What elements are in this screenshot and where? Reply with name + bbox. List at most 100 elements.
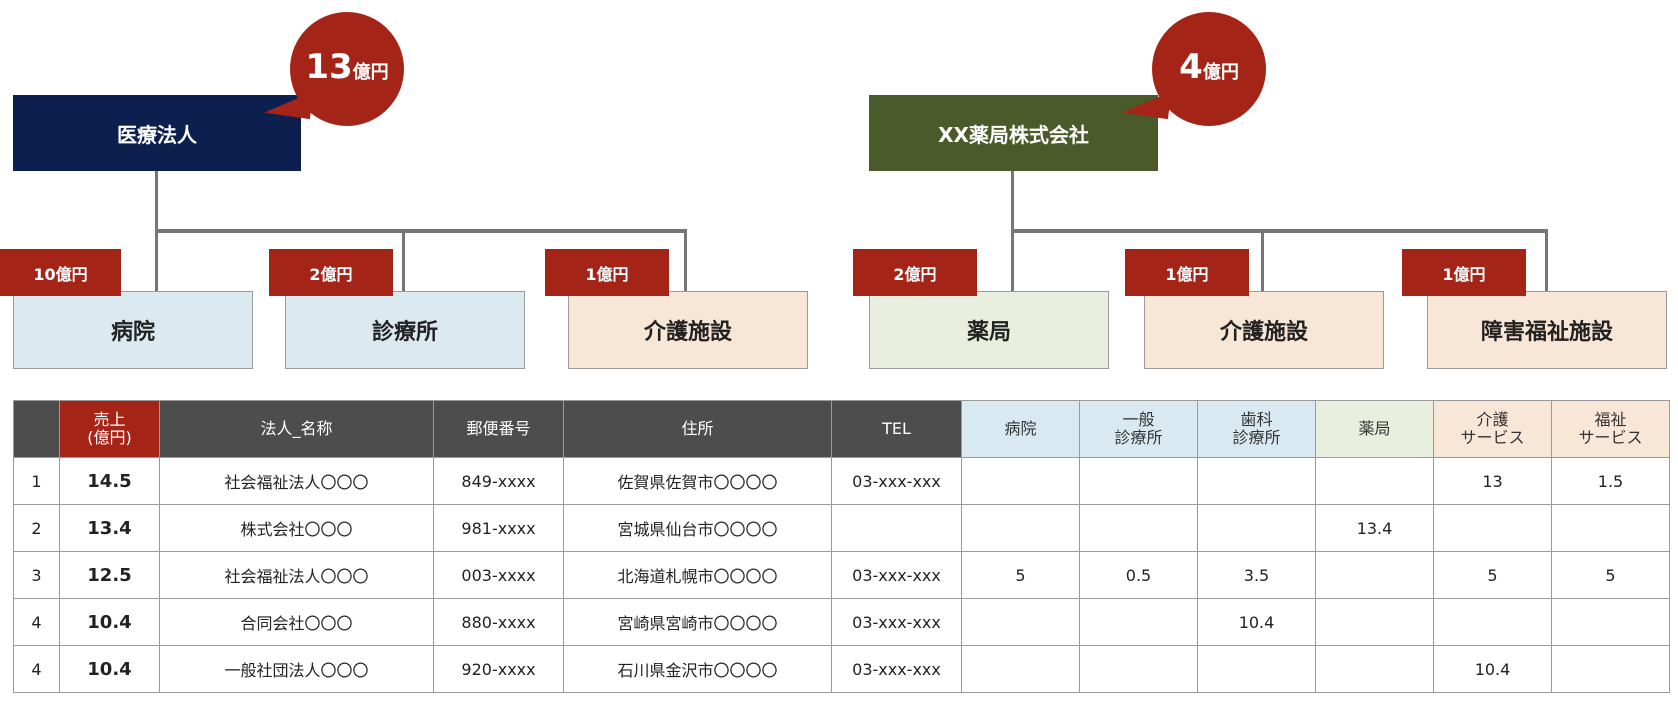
header-tel: TEL xyxy=(831,400,962,458)
connector-line xyxy=(1011,229,1548,233)
connector-line xyxy=(1261,229,1264,291)
bubble-value: 13 xyxy=(305,47,353,87)
cell-sales: 14.5 xyxy=(59,457,160,505)
amount-tag: 1億円 xyxy=(545,249,669,296)
cell-tel: 03-xxx-xxx xyxy=(831,598,962,646)
amount-tag: 1億円 xyxy=(1402,249,1526,296)
cell-address: 宮崎県宮崎市〇〇〇〇 xyxy=(563,598,832,646)
connector-line xyxy=(684,229,687,291)
cell-address: 佐賀県佐賀市〇〇〇〇 xyxy=(563,457,832,505)
cell-pharmacy xyxy=(1315,598,1434,646)
cell-general-clinic xyxy=(1079,598,1198,646)
cell-row-number: 2 xyxy=(13,504,60,552)
child-node-welfare-facility: 障害福祉施設 xyxy=(1427,291,1667,369)
cell-general-clinic xyxy=(1079,504,1198,552)
amount-tag: 1億円 xyxy=(1125,249,1249,296)
cell-sales: 10.4 xyxy=(59,645,160,693)
cell-address: 宮城県仙台市〇〇〇〇 xyxy=(563,504,832,552)
header-sales: 売上 (億円) xyxy=(59,400,160,458)
cell-care-service xyxy=(1433,504,1552,552)
cell-corporation-name: 一般社団法人〇〇〇 xyxy=(159,645,434,693)
cell-care-service: 10.4 xyxy=(1433,645,1552,693)
cell-general-clinic: 0.5 xyxy=(1079,551,1198,599)
total-sales-bubble: 4 億円 xyxy=(1152,12,1266,126)
connector-line xyxy=(402,229,405,291)
connector-line xyxy=(155,171,158,232)
cell-postal-code: 003-xxxx xyxy=(433,551,564,599)
header-row-number xyxy=(13,400,60,458)
cell-hospital: 5 xyxy=(961,551,1080,599)
cell-address: 石川県金沢市〇〇〇〇 xyxy=(563,645,832,693)
header-welfare-service: 福祉 サービス xyxy=(1551,400,1670,458)
cell-row-number: 4 xyxy=(13,645,60,693)
header-dental-clinic: 歯科 診療所 xyxy=(1197,400,1316,458)
cell-postal-code: 981-xxxx xyxy=(433,504,564,552)
cell-welfare-service xyxy=(1551,598,1670,646)
child-node-hospital: 病院 xyxy=(13,291,253,369)
cell-sales: 13.4 xyxy=(59,504,160,552)
cell-address: 北海道札幌市〇〇〇〇 xyxy=(563,551,832,599)
connector-line xyxy=(155,229,158,291)
cell-dental-clinic xyxy=(1197,645,1316,693)
cell-corporation-name: 株式会社〇〇〇 xyxy=(159,504,434,552)
child-node-clinic: 診療所 xyxy=(285,291,525,369)
cell-tel xyxy=(831,504,962,552)
cell-corporation-name: 社会福祉法人〇〇〇 xyxy=(159,457,434,505)
cell-hospital xyxy=(961,645,1080,693)
header-hospital: 病院 xyxy=(961,400,1080,458)
cell-pharmacy: 13.4 xyxy=(1315,504,1434,552)
cell-care-service: 5 xyxy=(1433,551,1552,599)
cell-tel: 03-xxx-xxx xyxy=(831,645,962,693)
connector-line xyxy=(155,229,687,233)
cell-corporation-name: 社会福祉法人〇〇〇 xyxy=(159,551,434,599)
header-address: 住所 xyxy=(563,400,832,458)
cell-corporation-name: 合同会社〇〇〇 xyxy=(159,598,434,646)
cell-tel: 03-xxx-xxx xyxy=(831,551,962,599)
bubble-unit: 億円 xyxy=(352,62,389,83)
parent-node: XX薬局株式会社 xyxy=(869,95,1158,171)
header-care-service: 介護 サービス xyxy=(1433,400,1552,458)
bubble-unit: 億円 xyxy=(1202,62,1239,83)
child-node-care-facility: 介護施設 xyxy=(568,291,808,369)
cell-care-service xyxy=(1433,598,1552,646)
child-node-pharmacy: 薬局 xyxy=(869,291,1109,369)
cell-dental-clinic: 3.5 xyxy=(1197,551,1316,599)
cell-welfare-service xyxy=(1551,645,1670,693)
cell-dental-clinic: 10.4 xyxy=(1197,598,1316,646)
bubble-value: 4 xyxy=(1179,47,1203,87)
amount-tag: 10億円 xyxy=(0,249,121,296)
cell-postal-code: 880-xxxx xyxy=(433,598,564,646)
cell-row-number: 3 xyxy=(13,551,60,599)
parent-node: 医療法人 xyxy=(13,95,301,171)
connector-line xyxy=(1545,229,1548,291)
cell-general-clinic xyxy=(1079,457,1198,505)
cell-welfare-service: 5 xyxy=(1551,551,1670,599)
cell-sales: 10.4 xyxy=(59,598,160,646)
cell-hospital xyxy=(961,504,1080,552)
cell-general-clinic xyxy=(1079,645,1198,693)
header-corporation-name: 法人_名称 xyxy=(159,400,434,458)
cell-pharmacy xyxy=(1315,645,1434,693)
amount-tag: 2億円 xyxy=(269,249,393,296)
cell-care-service: 13 xyxy=(1433,457,1552,505)
cell-row-number: 4 xyxy=(13,598,60,646)
cell-pharmacy xyxy=(1315,551,1434,599)
cell-welfare-service xyxy=(1551,504,1670,552)
cell-dental-clinic xyxy=(1197,457,1316,505)
cell-row-number: 1 xyxy=(13,457,60,505)
connector-line xyxy=(1011,171,1014,232)
cell-pharmacy xyxy=(1315,457,1434,505)
header-general-clinic: 一般 診療所 xyxy=(1079,400,1198,458)
cell-welfare-service: 1.5 xyxy=(1551,457,1670,505)
child-node-care-facility: 介護施設 xyxy=(1144,291,1384,369)
total-sales-bubble: 13 億円 xyxy=(290,12,404,126)
cell-dental-clinic xyxy=(1197,504,1316,552)
cell-sales: 12.5 xyxy=(59,551,160,599)
